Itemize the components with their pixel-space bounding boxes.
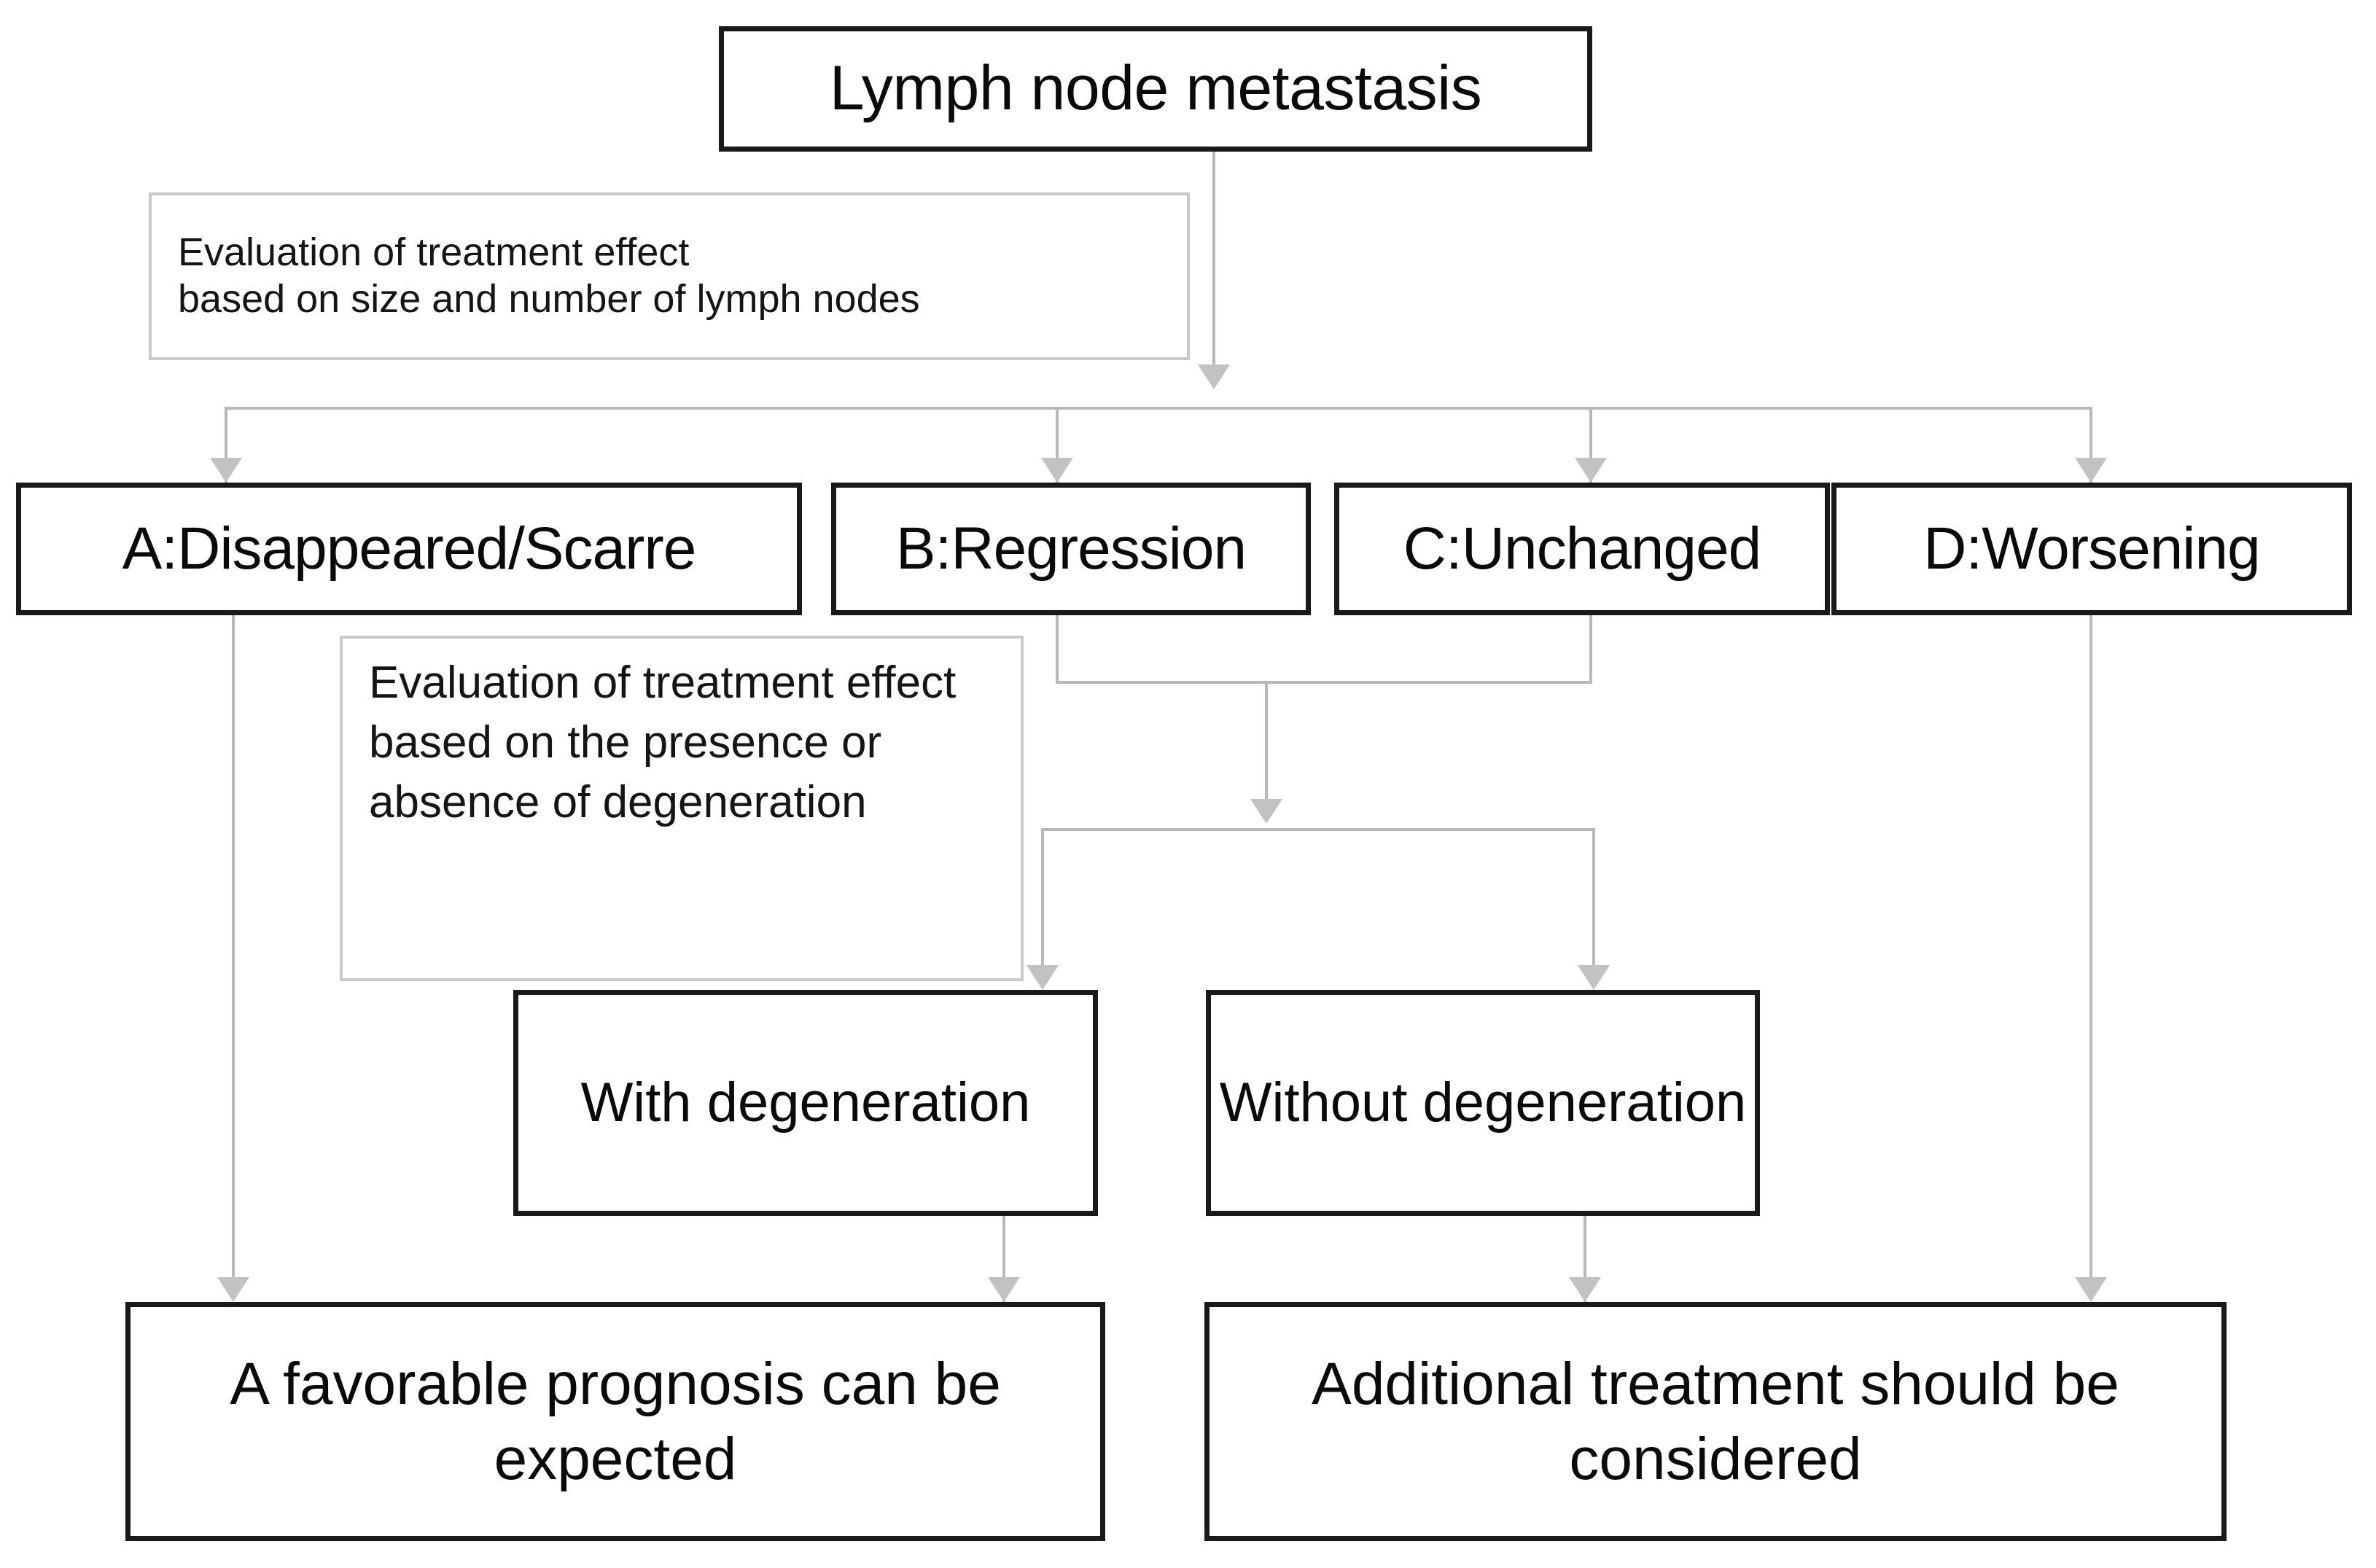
connector-bar-to-cat-b <box>1056 407 1059 484</box>
category-d-label: D:Worsening <box>1923 515 2260 582</box>
category-c-label: C:Unchanged <box>1403 515 1761 582</box>
node-with-degeneration[interactable]: With degeneration <box>513 990 1098 1216</box>
merge-bar-bc <box>1056 681 1592 684</box>
node-lymph-node-metastasis[interactable]: Lymph node metastasis <box>719 26 1592 152</box>
connector-cat-d-to-additional <box>2089 615 2092 1280</box>
arrow-bar-to-cat-b <box>1041 458 1073 483</box>
arrow-without-to-additional <box>1569 1277 1601 1302</box>
arrow-merge-to-split <box>1250 799 1282 824</box>
connector-with-to-favorable <box>1002 1216 1005 1302</box>
arrow-split-to-without <box>1578 965 1610 990</box>
arrow-bar-to-cat-a <box>210 458 242 483</box>
node-category-c-unchanged[interactable]: C:Unchanged <box>1334 483 1830 615</box>
connector-title-to-bar <box>1212 152 1215 370</box>
connector-bar-to-cat-a <box>225 407 227 484</box>
node-title-label: Lymph node metastasis <box>829 53 1482 124</box>
node-category-b-regression[interactable]: B:Regression <box>831 483 1311 615</box>
node-outcome-favorable-prognosis[interactable]: A favorable prognosis can be expected <box>125 1302 1105 1541</box>
node-category-a-disappeared-scarre[interactable]: A:Disappeared/Scarre <box>16 483 802 615</box>
outcome-favorable-label: A favorable prognosis can be expected <box>230 1350 1001 1492</box>
note-evaluation-by-size-and-number[interactable]: Evaluation of treatment effect based on … <box>149 192 1190 360</box>
arrow-split-to-with <box>1027 965 1059 990</box>
split-bar-degeneration <box>1041 828 1595 831</box>
arrow-title-to-bar <box>1198 364 1230 389</box>
connector-cat-a-to-favorable <box>232 615 235 1280</box>
note-evaluation-degeneration-label: Evaluation of treatment effect based on … <box>369 658 957 827</box>
without-degeneration-label: Without degeneration <box>1219 1072 1747 1134</box>
with-degeneration-label: With degeneration <box>580 1072 1031 1134</box>
arrow-cat-a-to-favorable <box>217 1277 249 1302</box>
node-outcome-additional-treatment[interactable]: Additional treatment should be considere… <box>1204 1302 2227 1541</box>
connector-split-to-with <box>1041 828 1044 967</box>
note-evaluation-size-label: Evaluation of treatment effect based on … <box>178 230 920 321</box>
connector-cat-b-down <box>1056 615 1059 682</box>
connector-split-to-without <box>1592 828 1595 967</box>
distribution-bar <box>225 407 2091 410</box>
connector-without-to-additional <box>1584 1216 1586 1302</box>
connector-merge-to-split <box>1265 681 1268 809</box>
connector-bar-to-cat-c <box>1589 407 1592 484</box>
note-evaluation-by-degeneration[interactable]: Evaluation of treatment effect based on … <box>340 636 1024 981</box>
arrow-with-to-favorable <box>988 1277 1020 1302</box>
outcome-additional-label: Additional treatment should be considere… <box>1312 1350 2119 1492</box>
arrow-cat-d-to-additional <box>2075 1277 2107 1302</box>
connector-cat-c-down <box>1589 615 1592 682</box>
arrow-bar-to-cat-c <box>1575 458 1607 483</box>
node-without-degeneration[interactable]: Without degeneration <box>1206 990 1760 1216</box>
node-category-d-worsening[interactable]: D:Worsening <box>1831 483 2352 615</box>
category-b-label: B:Regression <box>895 515 1247 582</box>
connector-bar-to-cat-d <box>2089 407 2092 484</box>
category-a-label: A:Disappeared/Scarre <box>122 515 697 582</box>
arrow-bar-to-cat-d <box>2075 458 2107 483</box>
